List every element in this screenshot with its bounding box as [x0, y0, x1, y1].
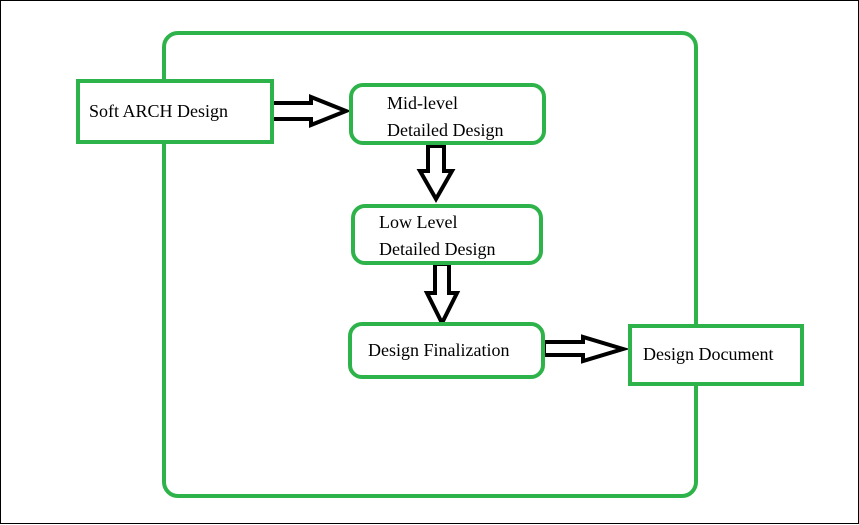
- node-soft-arch-design: Soft ARCH Design: [76, 79, 274, 144]
- arrow-mid-level-to-low-level: [416, 144, 456, 204]
- node-mid-level-line2: Detailed Design: [387, 120, 504, 140]
- node-low-level-line2: Detailed Design: [379, 239, 496, 259]
- arrow-soft-arch-to-mid-level: [269, 94, 352, 128]
- node-mid-level-detailed-design: Mid-level Detailed Design: [349, 83, 546, 145]
- node-design-document: Design Document: [628, 324, 804, 386]
- process-container: [162, 31, 698, 498]
- node-design-finalization: Design Finalization: [348, 322, 545, 379]
- node-design-finalization-label: Design Finalization: [368, 340, 510, 360]
- node-low-level-line1: Low Level: [379, 212, 458, 232]
- arrow-low-level-to-finalization: [423, 262, 461, 328]
- node-soft-arch-design-label: Soft ARCH Design: [89, 101, 229, 121]
- node-mid-level-line1: Mid-level: [387, 93, 458, 113]
- node-low-level-detailed-design: Low Level Detailed Design: [351, 204, 543, 265]
- arrow-finalization-to-document: [542, 334, 630, 364]
- node-design-document-label: Design Document: [643, 344, 774, 364]
